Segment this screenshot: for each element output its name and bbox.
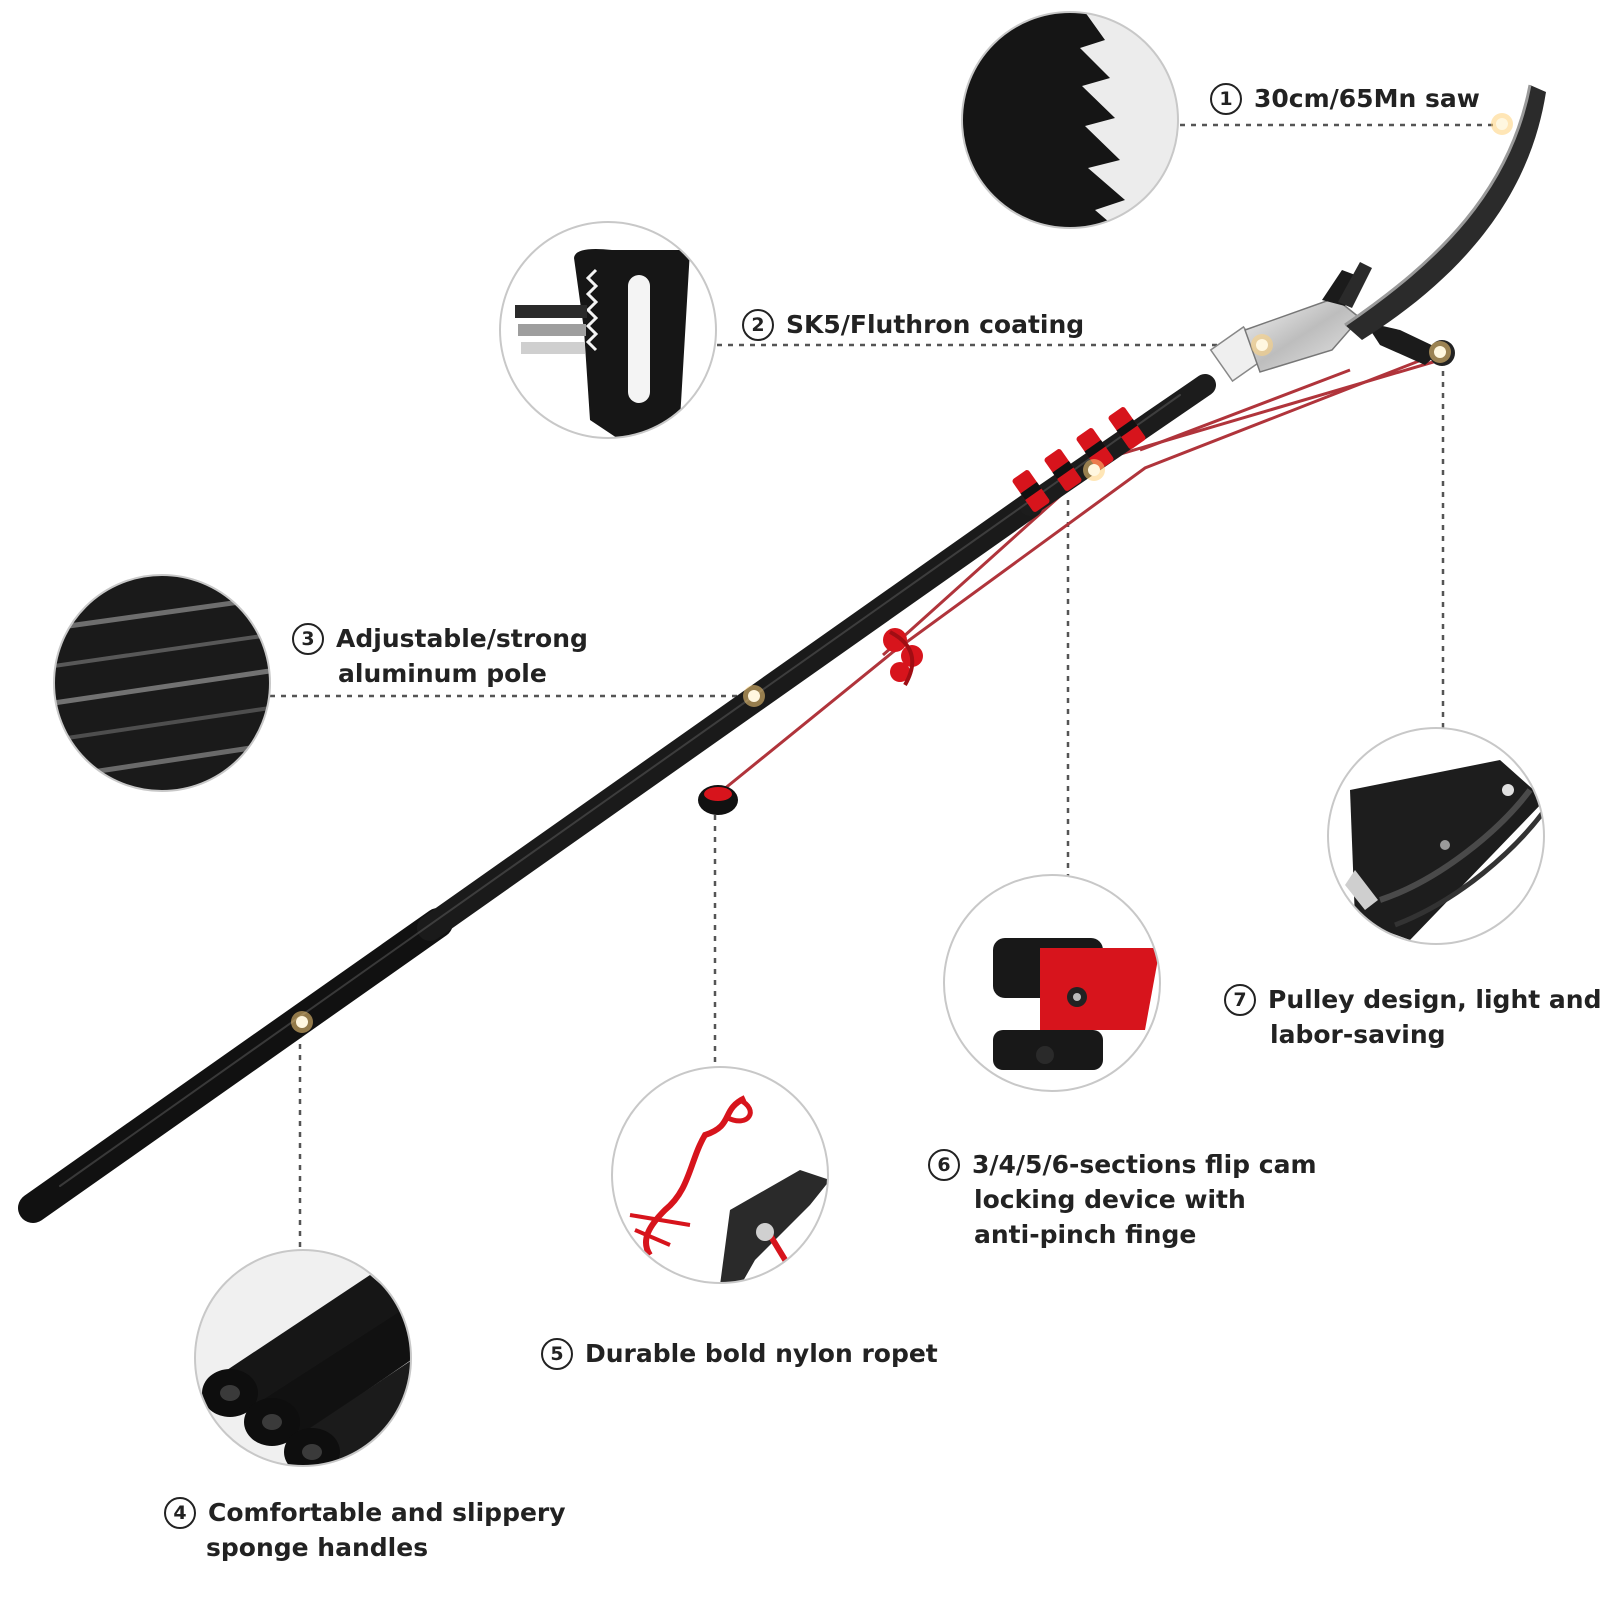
callout-text: Adjustable/strong <box>336 624 588 653</box>
callout-coating: 2 SK5/Fluthron coating <box>742 307 1084 342</box>
pulley-icon <box>1327 727 1545 945</box>
dot-2 <box>1251 334 1273 356</box>
saw-teeth-icon <box>961 11 1179 229</box>
dot-1 <box>1491 113 1513 135</box>
rope-handle <box>698 785 738 815</box>
callout-number: 2 <box>742 309 774 341</box>
callout-text-line3: anti-pinch finge <box>974 1220 1197 1249</box>
callout-number: 4 <box>164 1497 196 1529</box>
callout-text-line2: aluminum pole <box>338 659 547 688</box>
telescopic-pole <box>18 374 1216 1223</box>
callout-text-line2: labor-saving <box>1270 1020 1446 1049</box>
nylon-rope-icon <box>611 1066 829 1284</box>
callout-number: 3 <box>292 623 324 655</box>
dot-6 <box>1083 459 1105 481</box>
callout-saw: 1 30cm/65Mn saw <box>1210 81 1480 116</box>
pruning-saw-blade <box>1344 84 1546 340</box>
dot-3 <box>743 685 765 707</box>
callout-text: 3/4/5/6-sections flip cam <box>972 1150 1317 1179</box>
callout-handles: 4 Comfortable and slippery sponge handles <box>164 1495 566 1565</box>
callout-text: Durable bold nylon ropet <box>585 1339 938 1368</box>
cam-locks <box>1012 407 1146 512</box>
blade-coating-icon <box>499 221 717 439</box>
callout-text: 30cm/65Mn saw <box>1254 84 1480 113</box>
pull-rope <box>717 350 1443 796</box>
callout-cam-lock: 6 3/4/5/6-sections flip cam locking devic… <box>928 1147 1317 1252</box>
sponge-handle-icon <box>194 1249 412 1467</box>
callout-text-line2: locking device with <box>974 1185 1246 1214</box>
highlight-dots <box>291 113 1513 1033</box>
dot-7 <box>1429 341 1451 363</box>
callout-pole: 3 Adjustable/strong aluminum pole <box>292 621 588 691</box>
callout-number: 6 <box>928 1149 960 1181</box>
rope-knot <box>883 628 923 686</box>
aluminum-pole-icon <box>53 574 271 792</box>
callout-text: SK5/Fluthron coating <box>786 310 1085 339</box>
flip-cam-lock-icon <box>943 874 1161 1092</box>
dot-4 <box>291 1011 313 1033</box>
callout-text: Comfortable and slippery <box>208 1498 566 1527</box>
callout-rope: 5 Durable bold nylon ropet <box>541 1336 938 1371</box>
callout-number: 7 <box>1224 984 1256 1016</box>
callout-number: 1 <box>1210 83 1242 115</box>
callout-text: Pulley design, light and <box>1268 985 1601 1014</box>
leader-lines <box>270 123 1500 1272</box>
callout-text-line2: sponge handles <box>206 1533 429 1562</box>
callout-number: 5 <box>541 1338 573 1370</box>
callout-pulley: 7 Pulley design, light and labor-saving <box>1224 982 1601 1052</box>
